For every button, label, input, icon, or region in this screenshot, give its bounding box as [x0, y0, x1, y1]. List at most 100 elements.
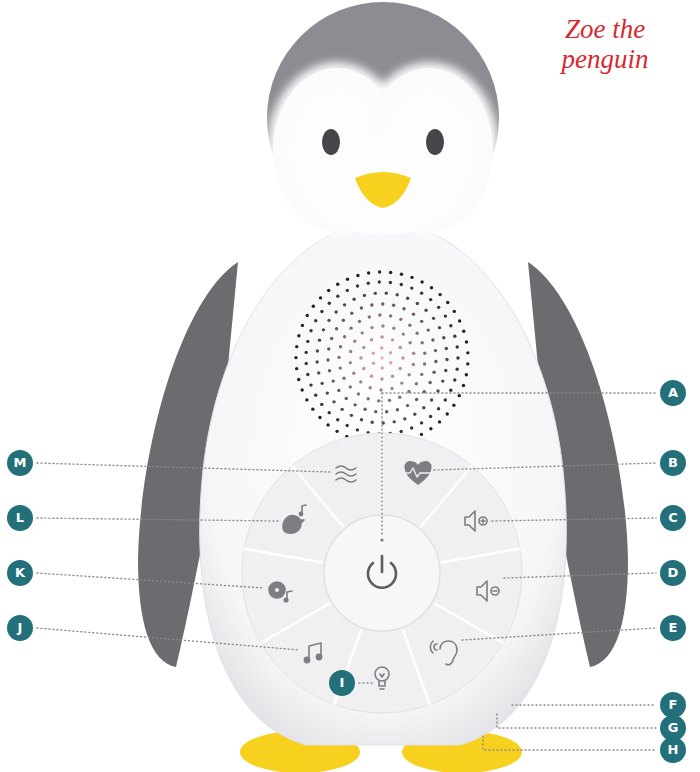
speaker-hole: [389, 271, 392, 274]
speaker-hole: [423, 362, 426, 365]
speaker-hole: [424, 309, 427, 312]
speaker-hole: [412, 352, 415, 355]
speaker-hole: [360, 331, 363, 334]
speaker-hole: [343, 303, 346, 306]
speaker-hole: [415, 398, 418, 401]
speaker-hole: [350, 414, 353, 417]
speaker-hole: [434, 360, 437, 363]
speaker-hole: [306, 314, 309, 317]
speaker-hole: [335, 327, 338, 330]
speaker-hole: [462, 384, 465, 387]
speaker-hole: [458, 319, 461, 322]
speaker-hole: [336, 418, 339, 421]
speaker-hole: [377, 399, 380, 402]
speaker-hole: [318, 338, 321, 341]
speaker-hole: [406, 404, 409, 407]
speaker-hole: [391, 375, 394, 378]
head: [267, 2, 499, 234]
leader-line: [37, 628, 300, 650]
speaker-hole: [380, 346, 383, 349]
speaker-hole: [400, 381, 403, 384]
left-eye: [322, 129, 340, 155]
leader-line: [37, 518, 278, 521]
panel-divider: [441, 549, 520, 563]
speaker-hole: [328, 302, 331, 305]
speaker-hole: [466, 351, 469, 354]
speaker-hole: [403, 417, 406, 420]
speaker-hole: [359, 380, 362, 383]
speaker-hole: [453, 334, 456, 337]
leader-line: [504, 573, 656, 578]
speaker-hole: [389, 361, 392, 364]
speaker-hole: [295, 345, 298, 348]
speaker-hole: [327, 347, 330, 350]
speaker-hole: [360, 306, 363, 309]
speaker-hole: [415, 332, 418, 335]
speaker-hole: [305, 398, 308, 401]
speaker-hole: [396, 408, 399, 411]
speaker-hole: [322, 328, 325, 331]
speaker-hole: [380, 335, 383, 338]
speaker-hole: [432, 317, 435, 320]
speaker-hole: [295, 367, 298, 370]
speaker-hole: [415, 382, 418, 385]
speaker-hole: [360, 418, 363, 421]
speaker-hole: [342, 319, 345, 322]
speaker-hole: [385, 410, 388, 413]
speaker-hole: [402, 307, 405, 310]
leader-line: [462, 628, 656, 640]
callout-letter: H: [660, 737, 686, 763]
speaker-hole: [389, 281, 392, 284]
speaker-hole: [346, 289, 349, 292]
leader-line: [359, 682, 372, 683]
speaker-hole: [381, 366, 384, 369]
speaker-hole: [423, 351, 426, 354]
speaker-hole: [343, 335, 346, 338]
callout-letter: K: [7, 560, 33, 586]
speaker-hole: [441, 379, 444, 382]
speaker-hole: [349, 326, 352, 329]
leader-lines: [37, 393, 656, 750]
speaker-hole: [422, 406, 425, 409]
speaker-hole: [314, 393, 317, 396]
speaker-hole: [452, 404, 455, 407]
speaker-hole: [327, 319, 330, 322]
speaker-hole: [402, 332, 405, 335]
speaker-hole: [319, 296, 322, 299]
speaker-hole: [368, 386, 371, 389]
speaker-hole: [412, 363, 415, 366]
speaker-hole: [430, 398, 433, 401]
speaker-hole: [390, 387, 393, 390]
speaker-hole: [345, 424, 348, 427]
speaker-hole: [388, 399, 391, 402]
speaker-hole: [337, 356, 340, 359]
speaker-hole: [356, 274, 359, 277]
leader-line: [37, 573, 264, 588]
speaker-hole: [400, 283, 403, 286]
beak: [355, 172, 411, 208]
indicator-dot: [380, 538, 383, 541]
speaker-hole: [358, 320, 361, 323]
speaker-hole: [449, 324, 452, 327]
speaker-hole: [462, 330, 465, 333]
speaker-hole: [408, 341, 411, 344]
speaker-hole: [438, 293, 441, 296]
speaker-hole: [378, 280, 381, 283]
leader-line: [497, 714, 656, 728]
speaker-hole: [412, 312, 415, 315]
speaker-hole: [446, 301, 449, 304]
speaker-hole: [395, 293, 398, 296]
speaker-hole: [320, 403, 323, 406]
speaker-hole: [326, 358, 329, 361]
speaker-hole: [442, 336, 445, 339]
speaker-hole: [420, 280, 423, 283]
speaker-hole: [337, 389, 340, 392]
speaker-hole: [444, 369, 447, 372]
speaker-hole: [327, 289, 330, 292]
leader-line: [37, 463, 330, 472]
speaker-hole: [456, 356, 459, 359]
speaker-hole: [362, 367, 365, 370]
callout-letter: D: [660, 560, 686, 586]
power-icon: [368, 556, 396, 588]
